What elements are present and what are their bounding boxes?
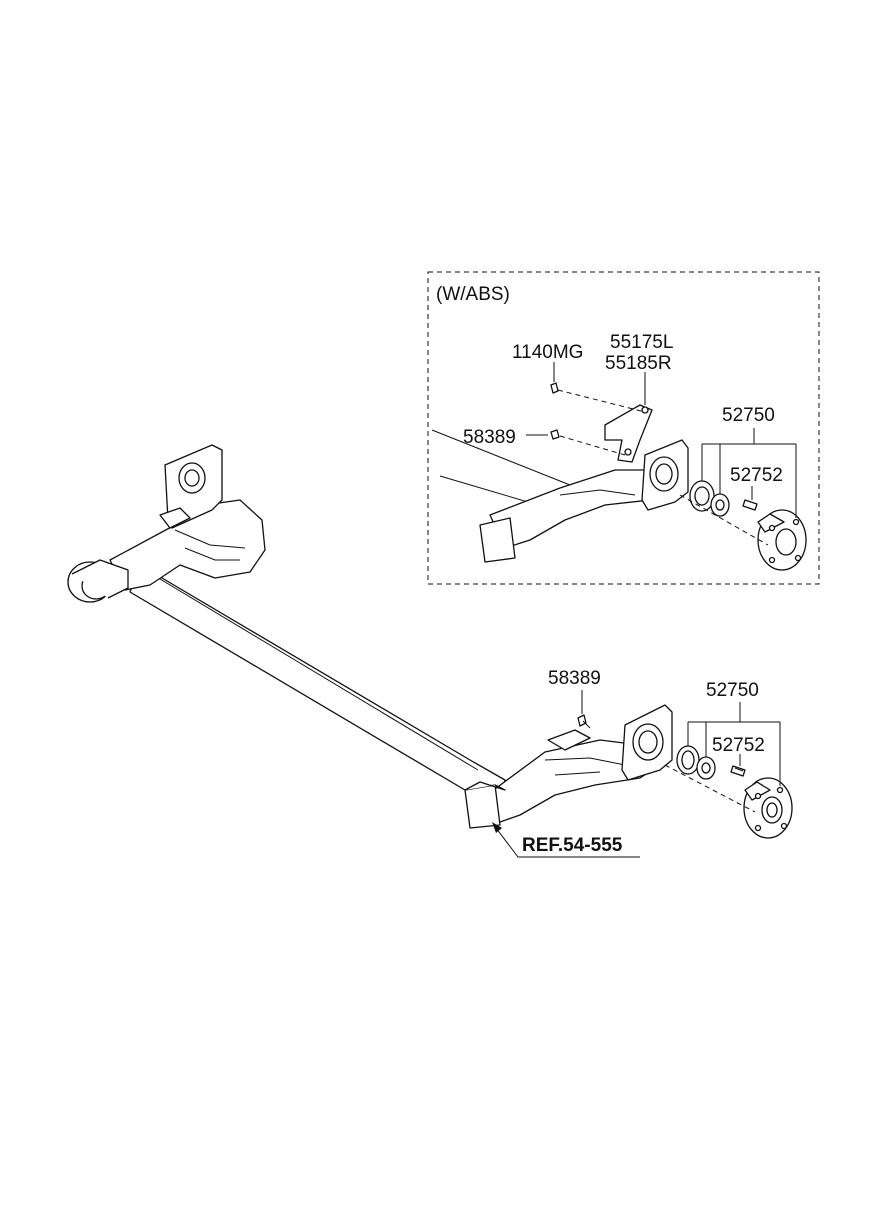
label-52752: 52752 xyxy=(712,735,765,756)
abs-label-55185r: 55185R xyxy=(605,353,672,374)
abs-label-1140mg: 1140MG xyxy=(512,342,583,363)
wheel-hub xyxy=(743,777,793,839)
leader-52750 xyxy=(687,702,781,786)
hub-bolt xyxy=(730,765,746,777)
abs-label-52750: 52750 xyxy=(722,405,775,426)
hub-axis xyxy=(664,764,756,813)
label-52750: 52750 xyxy=(706,680,759,701)
right-spindle-plate xyxy=(547,704,673,781)
left-bushing xyxy=(67,559,129,603)
abs-label-52752: 52752 xyxy=(730,465,783,486)
abs-bolt-1140mg xyxy=(550,382,559,394)
abs-inset: (W/ABS) xyxy=(427,271,820,585)
reference-arrow xyxy=(492,822,640,858)
reference-label: REF.54-555 xyxy=(522,835,623,856)
left-bracket xyxy=(159,444,223,529)
abs-label-55175l: 55175L xyxy=(610,332,673,353)
washer xyxy=(696,756,716,780)
oil-seal xyxy=(676,745,700,775)
abs-bolt-58389 xyxy=(550,429,560,440)
right-bushing xyxy=(464,781,506,829)
label-58389: 58389 xyxy=(548,668,601,689)
bolt-58389 xyxy=(577,714,591,729)
abs-sensor-bracket xyxy=(604,404,653,463)
rear-axle-beam xyxy=(67,444,673,829)
abs-label-58389: 58389 xyxy=(463,427,516,448)
abs-inset-title: (W/ABS) xyxy=(436,284,510,305)
